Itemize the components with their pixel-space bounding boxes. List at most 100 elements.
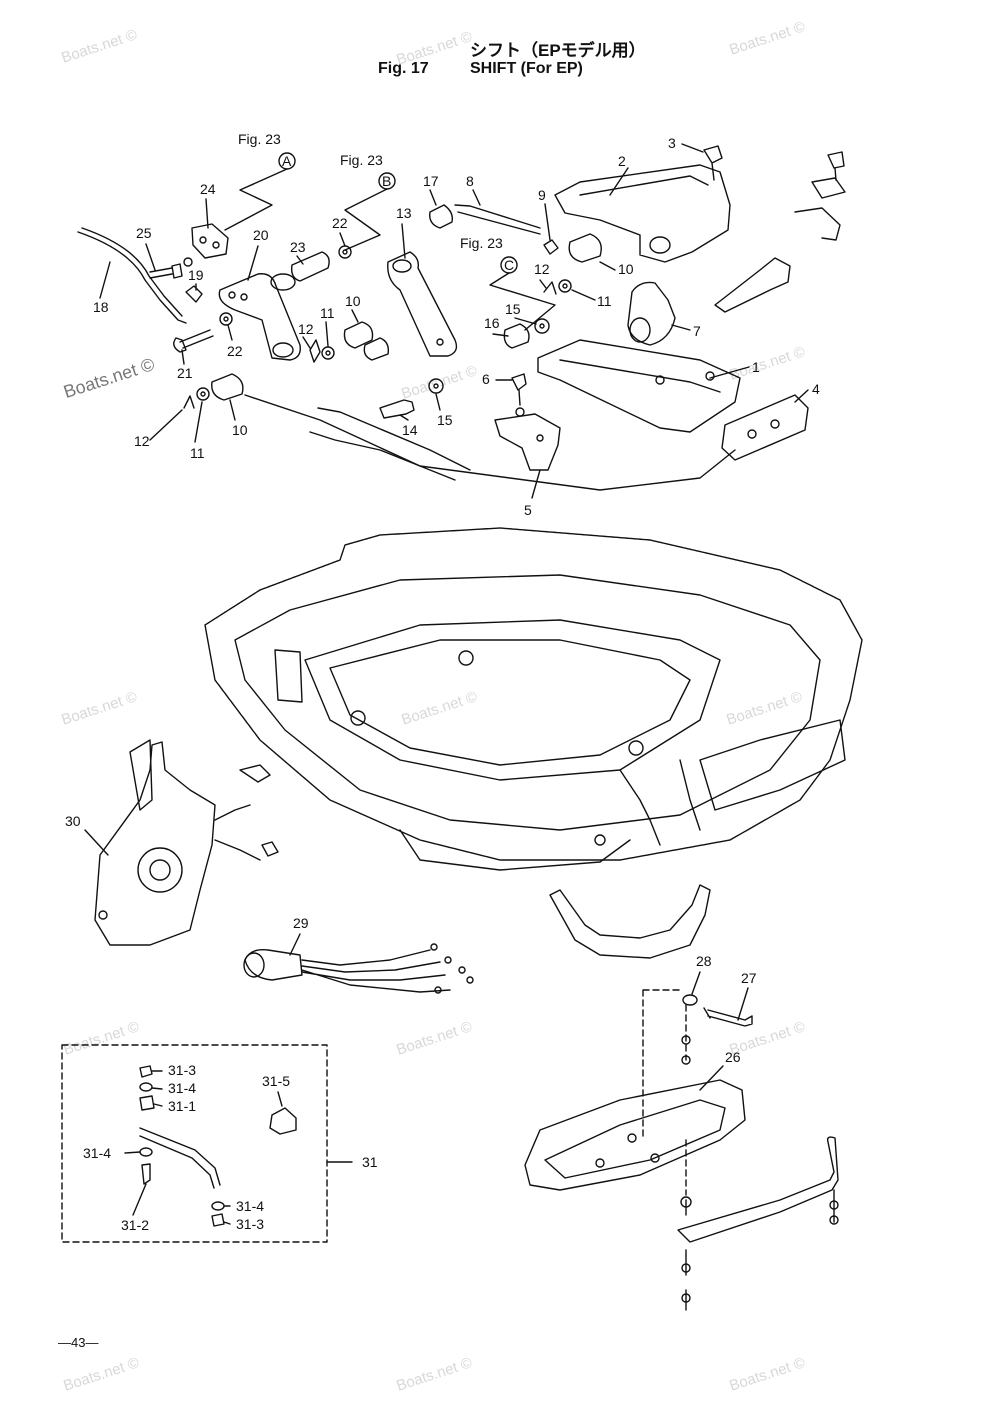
- title-japanese: シフト（EPモデル用）: [470, 41, 646, 60]
- mount-bracket: [549, 884, 711, 959]
- bracket-5: [494, 413, 561, 471]
- fig23-reference-c: Fig. 23 C: [460, 235, 556, 331]
- washer-11: [321, 346, 335, 360]
- title-english: SHIFT (For EP): [470, 60, 583, 77]
- label-13: 13: [396, 205, 412, 221]
- label-31-1: 31-1: [168, 1098, 196, 1114]
- bolt-25: [149, 263, 183, 279]
- leader-28: [642, 989, 687, 1141]
- clip-12-lower: [183, 395, 195, 409]
- ref-a-label: Fig. 23: [238, 131, 281, 147]
- washer-31-4-right: [211, 1201, 225, 1211]
- label-9: 9: [538, 187, 546, 203]
- clip-plate: [811, 177, 846, 199]
- label-7: 7: [693, 323, 701, 339]
- collar-31-1: [139, 1095, 155, 1111]
- harness-wires: [301, 949, 451, 993]
- label-27: 27: [741, 970, 757, 986]
- label-22a: 22: [227, 343, 243, 359]
- washer-15-upper: [534, 318, 550, 334]
- label-8: 8: [466, 173, 474, 189]
- label-23: 23: [290, 239, 306, 255]
- figure-number: Fig. 17: [378, 60, 429, 77]
- washer-31-4-left: [139, 1147, 153, 1157]
- label-11b: 11: [320, 305, 335, 321]
- label-17: 17: [423, 173, 439, 189]
- label-5: 5: [524, 502, 532, 518]
- ref-c-label: Fig. 23: [460, 235, 503, 251]
- label-11c: 11: [190, 445, 205, 461]
- part-labels: 1 2 3 4 5 6 7 8 9 10 10 10 11 11 11 12 1…: [65, 135, 820, 1233]
- label-12b: 12: [298, 321, 314, 337]
- nut-19: [185, 285, 203, 303]
- bushing-10-lower: [211, 373, 244, 401]
- bolt-6: [511, 373, 527, 406]
- remote-harness: [214, 804, 261, 861]
- washer-15: [428, 378, 444, 394]
- label-31-4b: 31-4: [83, 1145, 111, 1161]
- label-29: 29: [293, 915, 309, 931]
- label-10c: 10: [232, 422, 248, 438]
- label-4: 4: [812, 381, 820, 397]
- bush-16: [503, 323, 530, 349]
- label-31-4a: 31-4: [168, 1080, 196, 1096]
- bolt-top-right: [827, 151, 845, 181]
- label-31-5: 31-5: [262, 1073, 290, 1089]
- bolt-21: [173, 329, 214, 353]
- harness-29: [244, 949, 303, 981]
- clip-12-right: [543, 281, 557, 295]
- fig23-reference-b: Fig. 23 B: [340, 152, 396, 251]
- label-31-3b: 31-3: [236, 1216, 264, 1232]
- screw-3: [703, 145, 723, 181]
- label-16: 16: [484, 315, 500, 331]
- label-31-4c: 31-4: [236, 1198, 264, 1214]
- washer-11-right: [558, 279, 572, 293]
- label-6: 6: [482, 371, 490, 387]
- rod-8: [454, 204, 541, 235]
- cable-upper: [317, 407, 471, 471]
- ref-c-letter: C: [504, 257, 514, 273]
- label-28: 28: [696, 953, 712, 969]
- lever-13: [387, 251, 458, 357]
- bracket-24: [191, 223, 229, 259]
- kit-31-box: [61, 1044, 328, 1243]
- label-2: 2: [618, 153, 626, 169]
- ref-a-letter: A: [282, 153, 292, 169]
- bracket-small: [794, 207, 841, 241]
- label-3: 3: [668, 135, 676, 151]
- label-15a: 15: [437, 412, 453, 428]
- label-15b: 15: [505, 301, 521, 317]
- cowling-boss: [274, 649, 303, 703]
- clip-12: [309, 339, 321, 363]
- washer-28: [682, 994, 698, 1006]
- label-14: 14: [402, 422, 418, 438]
- collar-23: [290, 251, 330, 282]
- ref-b-label: Fig. 23: [340, 152, 383, 168]
- page-number: —43—: [58, 1335, 99, 1350]
- nut-9: [543, 239, 559, 255]
- washer-22: [219, 312, 233, 326]
- bolt-27: [703, 1007, 753, 1027]
- label-10a: 10: [618, 261, 634, 277]
- neutral-switch: [714, 257, 791, 313]
- washer-22-upper: [338, 245, 352, 259]
- label-30: 30: [65, 813, 81, 829]
- label-31-3a: 31-3: [168, 1062, 196, 1078]
- label-24: 24: [200, 181, 216, 197]
- label-12c: 12: [134, 433, 150, 449]
- nut-31-3: [139, 1065, 153, 1078]
- label-11a: 11: [597, 293, 612, 309]
- tray-26: [524, 1079, 746, 1191]
- bushing-10: [343, 321, 374, 349]
- strap: [677, 1136, 839, 1243]
- label-12a: 12: [534, 261, 550, 277]
- cable-routing: [244, 394, 736, 491]
- washer-11-lower: [196, 387, 210, 401]
- shift-rod-18: [77, 231, 187, 324]
- lever-20: [218, 273, 301, 361]
- label-31-2: 31-2: [121, 1217, 149, 1233]
- bolt-14: [379, 399, 415, 419]
- label-19: 19: [188, 267, 204, 283]
